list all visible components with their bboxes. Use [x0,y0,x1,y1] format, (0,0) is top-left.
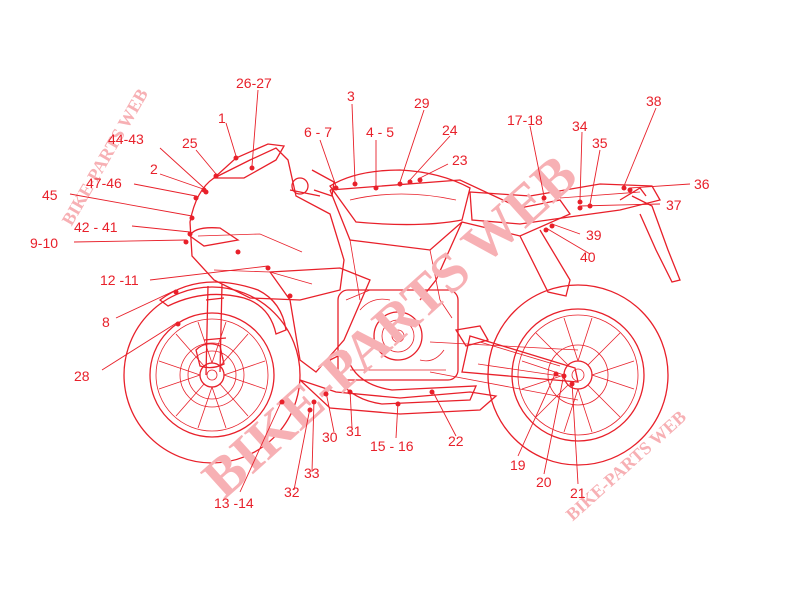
callout-label: 23 [452,152,468,168]
side-fairing [268,267,371,373]
decal-markers [173,155,633,413]
callout-label: 39 [586,227,602,243]
frame [329,179,571,301]
callout-label: 12 -11 [100,272,139,288]
callout-label: 45 [42,187,58,203]
callout-label: 2 [150,161,158,177]
callout-label: 13 -14 [214,495,254,511]
callout-label: 19 [510,457,526,473]
callout-label: 31 [346,423,362,439]
callout-label: 4 - 5 [366,124,394,140]
callout-label: 35 [592,135,608,151]
watermark-small-left: BIKE-PARTS WEB [58,85,152,229]
swingarm [461,335,579,383]
front-wheel [123,286,301,464]
leader-lines [69,89,691,493]
fuel-tank [329,169,471,226]
callout-label: 26-27 [236,75,272,91]
callout-label: 33 [304,465,320,481]
callout-label: 8 [102,314,110,330]
callout-label: 38 [646,93,662,109]
callout-label: 30 [322,429,338,445]
seat-tail [469,183,661,225]
watermark: BIKE-PARTS WEB BIKE-PARTS WEB BIKE-PARTS… [58,85,690,524]
callout-label: 3 [347,88,355,104]
license-plate-holder [631,195,681,283]
callout-label: 15 - 16 [370,438,414,454]
callout-label: 40 [580,249,596,265]
callout-label: 44-43 [108,131,144,147]
callout-label: 24 [442,122,458,138]
callout-label: 22 [448,433,464,449]
front-fairing [189,147,345,301]
callout-label: 29 [414,95,430,111]
headlight [189,227,240,247]
callout-label: 34 [572,118,588,134]
front-fork [203,283,227,376]
callout-label: 32 [284,484,300,500]
callout-label: 6 - 7 [304,124,332,140]
engine [337,289,459,381]
callout-label: 36 [694,176,710,192]
callout-label: 9-10 [30,235,58,251]
belly-pan [299,379,498,415]
callout-label: 37 [666,197,682,213]
callout-label: 25 [182,135,198,151]
front-fender [158,281,287,335]
callout-labels: 1 26-27 3 29 17-18 38 34 35 25 44-43 6 -… [30,75,710,511]
callout-label: 1 [218,110,226,126]
handlebar [289,169,335,197]
callout-label: 21 [570,485,586,501]
callout-label: 28 [74,368,90,384]
chain [429,341,579,401]
callout-label: 47-46 [86,175,122,191]
callout-label: 17-18 [507,112,543,128]
callout-label: 42 - 41 [74,219,118,235]
exhaust [329,351,478,405]
callout-label: 20 [536,474,552,490]
